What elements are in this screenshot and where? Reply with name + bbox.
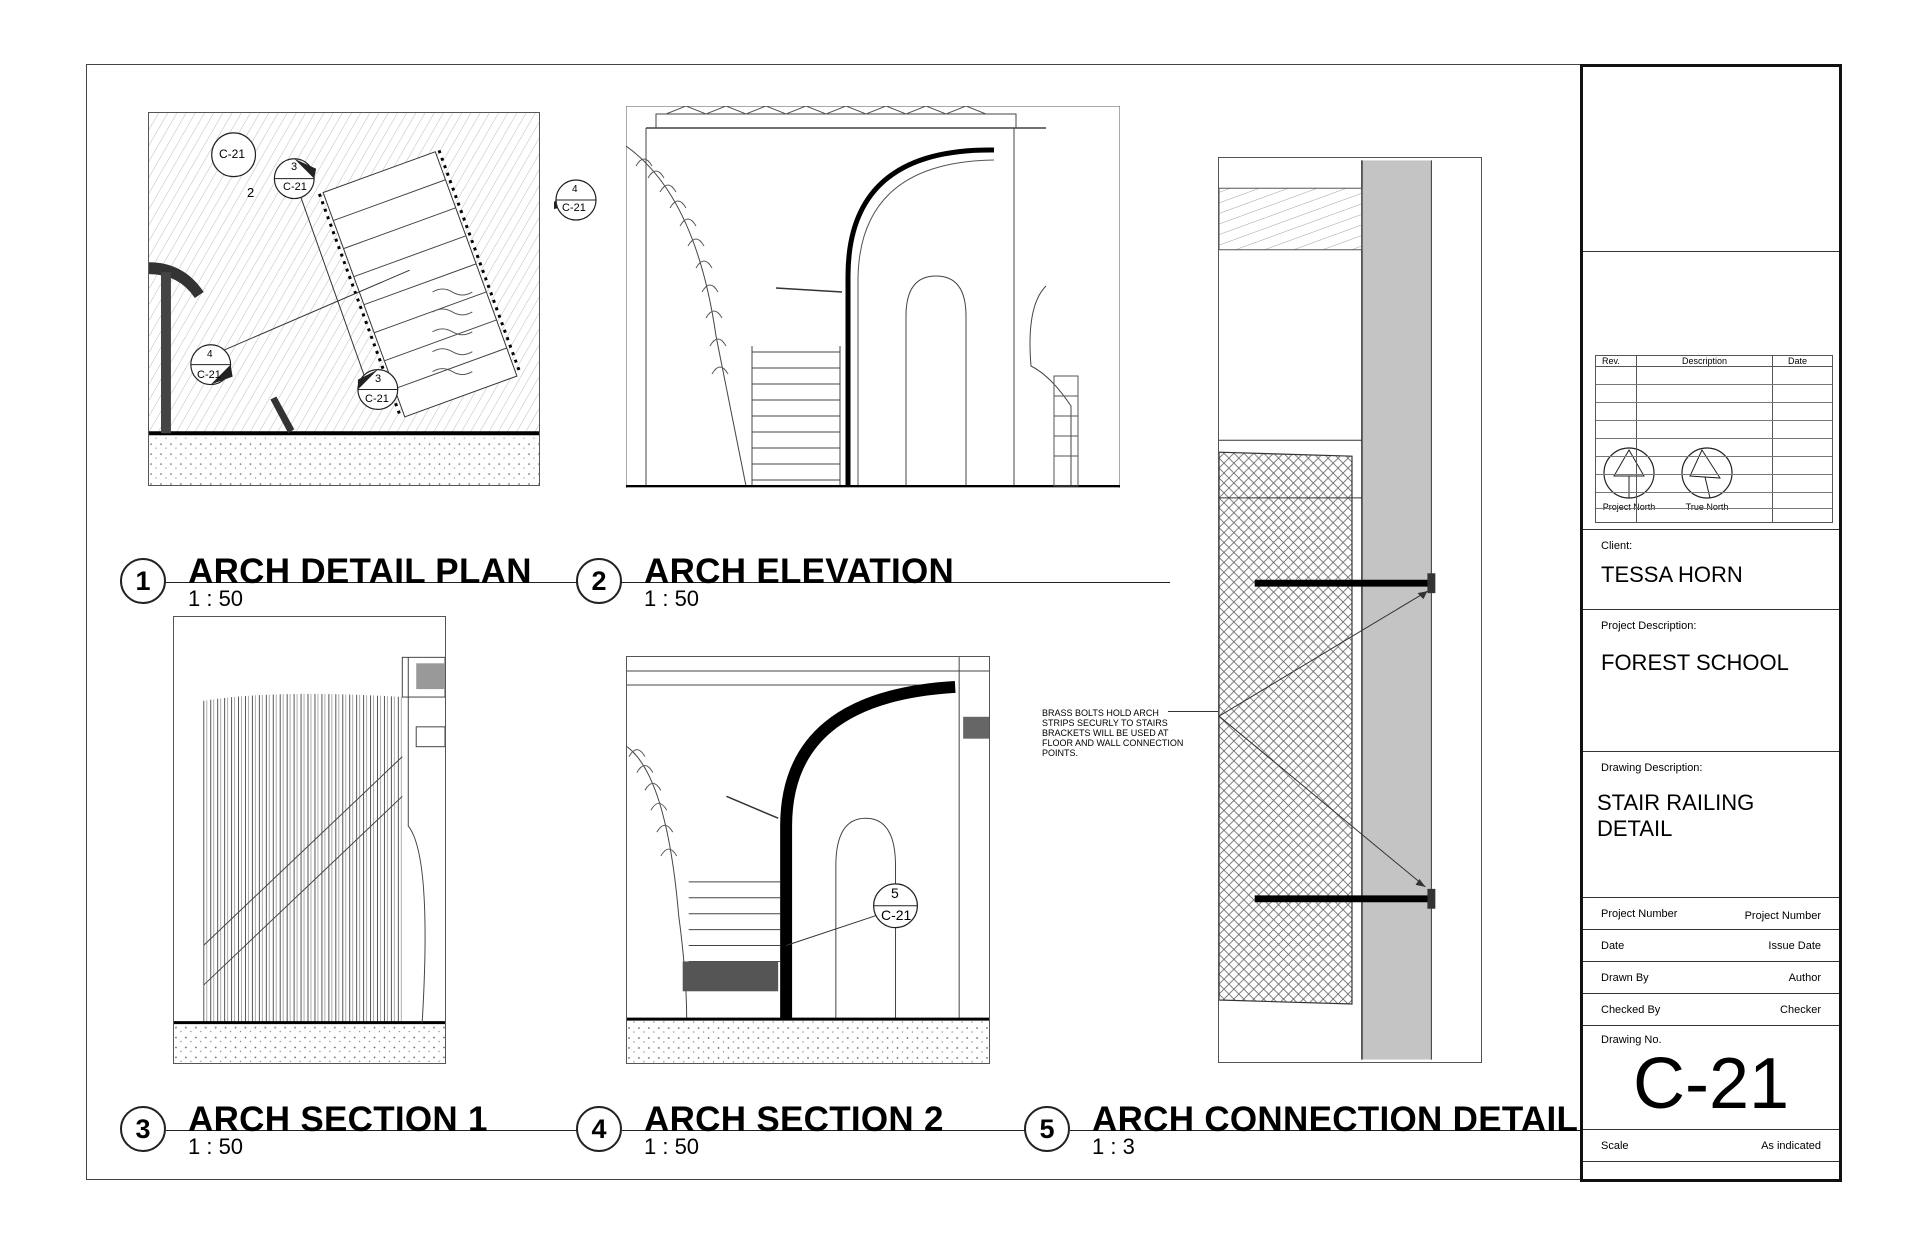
- rev-header: Rev.: [1602, 356, 1620, 366]
- callout-ref-sheet: C-21: [283, 181, 307, 193]
- arch-plan-drawing: [149, 113, 539, 485]
- scale-label: Scale: [1601, 1140, 1629, 1152]
- view-scale-text: 1 : 50: [644, 1134, 700, 1159]
- callout-ref-sheet: C-21: [881, 907, 912, 923]
- project-description: FOREST SCHOOL: [1601, 650, 1789, 675]
- drawing-description-line2: DETAIL: [1597, 816, 1673, 841]
- view-number-badge: 3: [120, 1106, 166, 1152]
- callout-circle-icon: [554, 179, 597, 221]
- drawing-description-panel: Drawing Description: STAIR RAILING DETAI…: [1583, 751, 1839, 897]
- callout-detail-number: 5: [891, 885, 899, 901]
- title-underline: [622, 582, 1170, 583]
- project-north-arrow-icon: [1603, 447, 1655, 499]
- rev-header: Description: [1682, 356, 1728, 366]
- field-value: Author: [1788, 972, 1821, 984]
- view-title-text: ARCH SECTION 1: [188, 1100, 488, 1139]
- field-value: Project Number: [1744, 910, 1821, 922]
- project-description-panel: Project Description: FOREST SCHOOL: [1583, 609, 1839, 751]
- callout-ref-sheet: C-21: [562, 202, 586, 214]
- callout-detail-number: 4: [572, 184, 578, 195]
- title-block: Project North True North Rev. Descriptio…: [1580, 64, 1842, 1182]
- drawing-number: C-21: [1633, 1044, 1790, 1124]
- field-date: Date Issue Date: [1583, 929, 1839, 961]
- callout-ref-sheet: C-21: [365, 393, 389, 405]
- title-underline: [622, 1130, 1040, 1131]
- view-arch-connection-detail: [1218, 157, 1482, 1063]
- view-number-badge: 4: [576, 1106, 622, 1152]
- arch-connection-drawing: [1219, 160, 1436, 1060]
- field-drawn-by: Drawn By Author: [1583, 961, 1839, 993]
- arch-section-2-drawing: [627, 657, 989, 1063]
- view-title-text: ARCH SECTION 2: [644, 1100, 944, 1139]
- view-title-text: ARCH ELEVATION: [644, 552, 955, 591]
- title-block-bottom-strip: [1583, 1161, 1839, 1179]
- view-arch-section-2: 5 C-21: [626, 656, 990, 1064]
- view-arch-elevation: [626, 106, 1120, 488]
- callout-detail-number: 2: [247, 185, 255, 200]
- revision-table: Rev. Description Date: [1595, 355, 1833, 523]
- callout-ref-sheet: C-21: [219, 147, 246, 161]
- view-scale-text: 1 : 50: [188, 1134, 244, 1159]
- true-north-label: True North: [1685, 502, 1729, 512]
- title-underline: [1070, 1130, 1600, 1131]
- field-project-number: Project Number Project Number: [1583, 897, 1839, 929]
- arch-section-1-drawing: [174, 656, 445, 1063]
- drawing-description-label: Drawing Description:: [1601, 762, 1703, 774]
- project-north-label: Project North: [1602, 502, 1656, 512]
- client-panel: Client: TESSA HORN: [1583, 529, 1839, 609]
- view-number-badge: 2: [576, 558, 622, 604]
- callout-detail-number: 4: [207, 349, 213, 360]
- callout-detail-number: 3: [291, 161, 298, 173]
- field-value: Issue Date: [1768, 940, 1821, 952]
- callout-detail-number: 3: [375, 373, 382, 385]
- field-label: Drawn By: [1601, 972, 1649, 984]
- title-underline: [166, 1130, 578, 1131]
- view-title-text: ARCH CONNECTION DETAIL: [1092, 1100, 1579, 1139]
- client-label: Client:: [1601, 540, 1633, 552]
- project-north: Project North: [1601, 446, 1657, 512]
- client-name: TESSA HORN: [1601, 562, 1743, 587]
- field-value: Checker: [1780, 1004, 1821, 1016]
- field-label: Project Number: [1601, 908, 1678, 920]
- view-arch-section-1: [173, 616, 446, 1064]
- callout-ref-sheet: C-21: [197, 369, 221, 381]
- drawing-description-line1: STAIR RAILING: [1597, 790, 1755, 815]
- arch-elevation-drawing: [626, 106, 1120, 488]
- true-north: True North: [1679, 446, 1735, 512]
- title-underline: [166, 582, 662, 583]
- view-arch-detail-plan: C-21 2 3 C-21 4 C-21 3 C-21: [148, 112, 540, 486]
- drawing-number-panel: Drawing No. C-21: [1583, 1025, 1839, 1129]
- field-label: Date: [1601, 940, 1625, 952]
- field-checked-by: Checked By Checker: [1583, 993, 1839, 1025]
- view-scale-text: 1 : 50: [644, 586, 700, 611]
- true-north-arrow-icon: [1681, 447, 1733, 499]
- view-title-text: ARCH DETAIL PLAN: [188, 552, 532, 591]
- scale-value: As indicated: [1761, 1140, 1821, 1152]
- rev-header: Date: [1788, 356, 1808, 366]
- view-number-badge: 1: [120, 558, 166, 604]
- scale-panel: Scale As indicated: [1583, 1129, 1839, 1161]
- connection-note: BRASS BOLTS HOLD ARCH STRIPS SECURLY TO …: [1042, 708, 1184, 758]
- view-scale-text: 1 : 50: [188, 586, 244, 611]
- view-number-badge: 5: [1024, 1106, 1070, 1152]
- section-callout-4: 4 C-21: [554, 178, 598, 222]
- leader-line: [1168, 711, 1218, 712]
- north-and-revisions-panel: Project North True North: [1583, 251, 1839, 529]
- view-scale-text: 1 : 3: [1092, 1134, 1135, 1159]
- project-description-label: Project Description:: [1601, 620, 1697, 632]
- drawing-number-label: Drawing No.: [1601, 1034, 1662, 1046]
- field-label: Checked By: [1601, 1004, 1661, 1016]
